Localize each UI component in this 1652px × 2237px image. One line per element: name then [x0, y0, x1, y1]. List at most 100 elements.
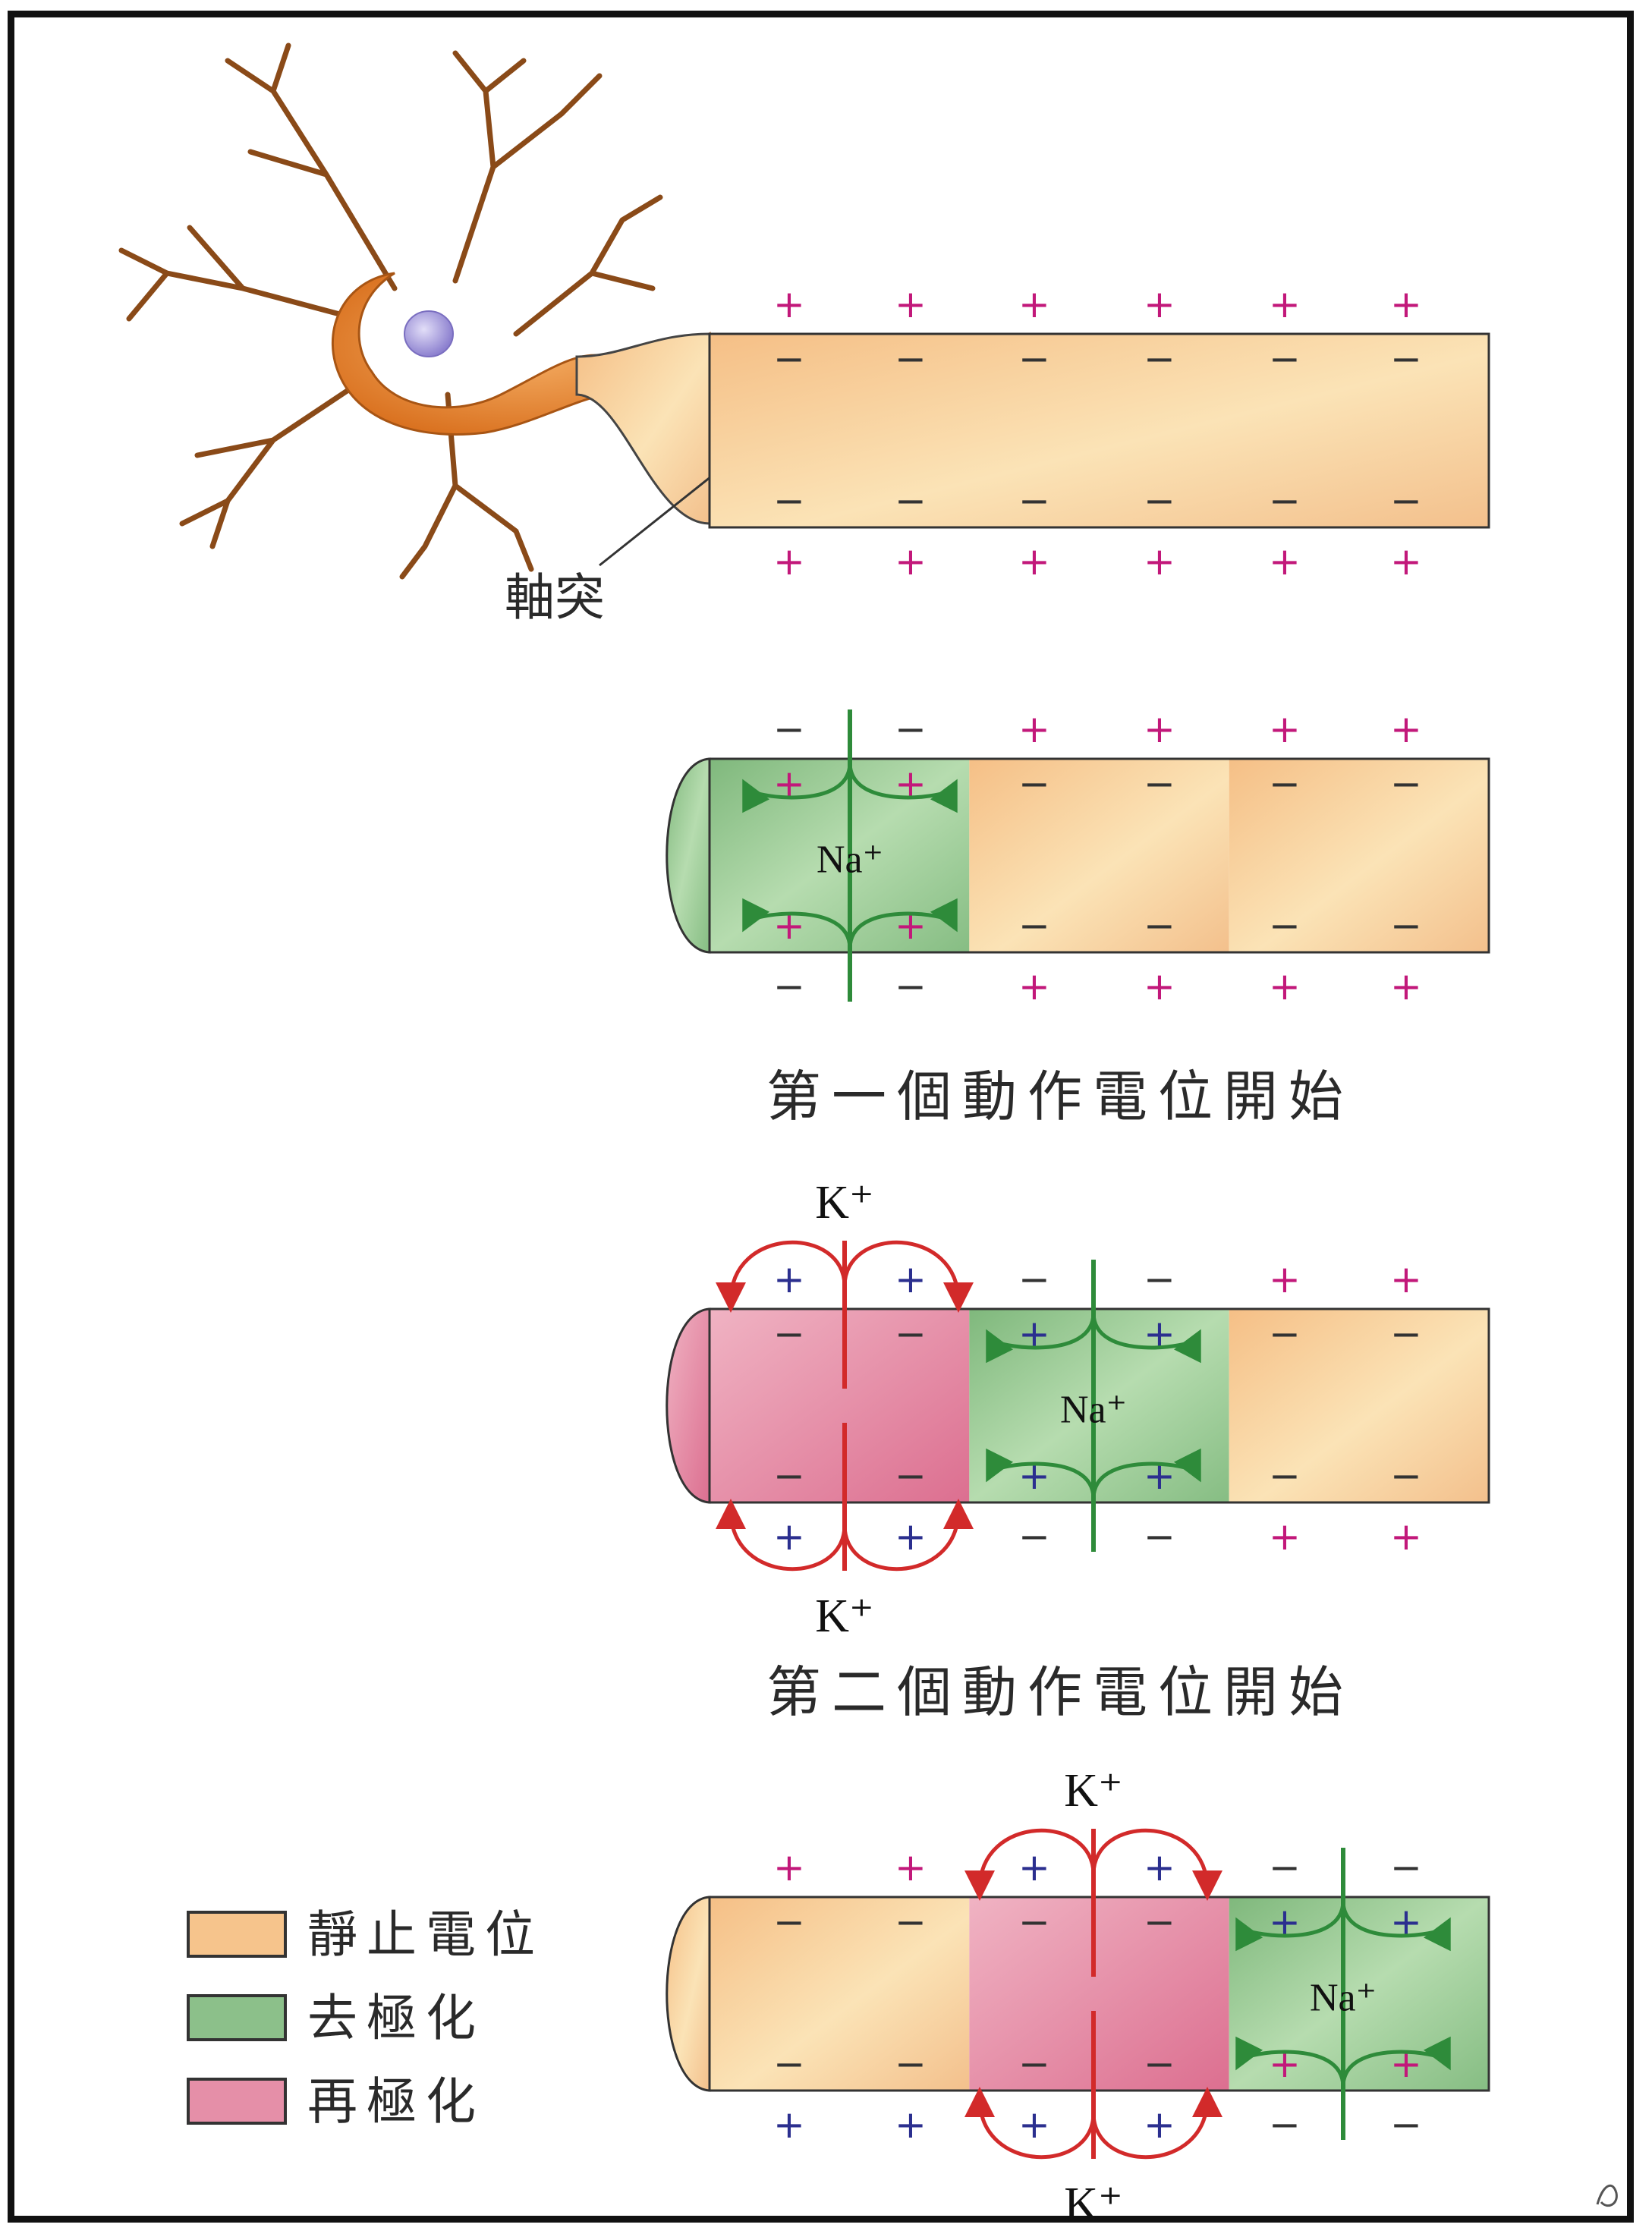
- legend-label: 去極化: [307, 1989, 485, 2047]
- axon-segment-repolarized: [969, 1897, 1229, 2091]
- inner-charge-sign: +: [1144, 1454, 1175, 1498]
- outer-charge-sign: +: [1269, 282, 1301, 326]
- outer-charge-sign: −: [773, 707, 805, 751]
- k-efflux-arrow: [842, 1240, 974, 1313]
- legend-swatch: [187, 1911, 287, 1958]
- inner-charge-sign: −: [1390, 1312, 1422, 1356]
- k-ion-label: K⁺: [815, 1590, 874, 1642]
- na-influx-arrow: [986, 1312, 1096, 1364]
- outer-charge-sign: −: [895, 707, 927, 751]
- na-influx-arrow: [742, 898, 852, 949]
- inner-charge-sign: −: [895, 1454, 927, 1498]
- outer-charge-sign: −: [1390, 2103, 1422, 2147]
- panel-first-action-potential: −++−−++−+−−++−−++−−++−−+Na⁺: [666, 707, 1490, 1008]
- outer-charge-sign: −: [895, 964, 927, 1008]
- na-influx-arrow: [848, 898, 958, 949]
- legend-swatch: [187, 2078, 287, 2125]
- na-influx-arrow: [1235, 1900, 1345, 1952]
- outer-charge-sign: +: [895, 1257, 927, 1301]
- inner-charge-sign: −: [773, 1900, 805, 1944]
- inner-charge-sign: +: [1269, 2042, 1301, 2086]
- outer-charge-sign: +: [895, 1515, 927, 1559]
- axon-panels: + − − + + − − + + − − + + − − + + − − + + − − + − + + − − + + − + − − + + − − +…: [666, 282, 1490, 2230]
- outer-charge-sign: +: [1144, 707, 1175, 751]
- outer-charge-sign: +: [773, 2103, 805, 2147]
- outer-charge-sign: +: [1269, 540, 1301, 584]
- na-influx-arrow: [1091, 1448, 1201, 1499]
- outer-charge-sign: +: [1018, 1845, 1050, 1889]
- k-ion-label: K⁺: [1064, 2179, 1123, 2230]
- na-ion-label: Na⁺: [1060, 1389, 1127, 1432]
- na-influx-arrow: [986, 1448, 1096, 1499]
- inner-charge-sign: −: [773, 479, 805, 523]
- outer-charge-sign: +: [773, 1845, 805, 1889]
- inner-charge-sign: −: [1390, 1454, 1422, 1498]
- inner-charge-sign: −: [895, 479, 927, 523]
- outer-charge-sign: −: [1018, 1515, 1050, 1559]
- outer-charge-sign: +: [773, 1257, 805, 1301]
- k-efflux-arrow: [1091, 2087, 1222, 2160]
- dendrites: [118, 42, 663, 580]
- inner-charge-sign: −: [895, 2042, 927, 2086]
- inner-charge-sign: +: [1390, 2042, 1422, 2086]
- inner-charge-sign: −: [1144, 479, 1175, 523]
- legend-label: 再極化: [307, 2072, 485, 2131]
- axon-segment-resting: [1229, 759, 1489, 952]
- inner-charge-sign: −: [1269, 1454, 1301, 1498]
- outer-charge-sign: +: [1269, 1515, 1301, 1559]
- inner-charge-sign: −: [895, 1312, 927, 1356]
- outer-charge-sign: +: [773, 282, 805, 326]
- axon-membrane-outline: [708, 1896, 1490, 2092]
- outer-charge-sign: +: [1018, 540, 1050, 584]
- panel-resting: +−−++−−++−−++−−++−−++−−+: [708, 282, 1490, 584]
- inner-charge-sign: −: [1018, 904, 1050, 948]
- na-ion-label: Na⁺: [1310, 1977, 1377, 2020]
- axon-segment-resting: [969, 759, 1229, 952]
- inner-charge-sign: −: [895, 337, 927, 381]
- axon-segment-repolarized: [710, 1309, 970, 1502]
- axon-end-cap: [666, 1896, 711, 2092]
- k-efflux-arrow: [1091, 1828, 1222, 1901]
- outer-charge-sign: +: [1269, 707, 1301, 751]
- outer-charge-sign: +: [1269, 1257, 1301, 1301]
- inner-charge-sign: −: [773, 337, 805, 381]
- inner-charge-sign: −: [773, 1454, 805, 1498]
- axon-end-cap: [666, 757, 711, 954]
- inner-charge-sign: −: [1018, 1900, 1050, 1944]
- nucleus: [404, 310, 454, 357]
- outer-charge-sign: −: [1390, 1845, 1422, 1889]
- panel-second-action-potential: +−−++−−+−++−−++−+−−++−−+K⁺K⁺Na⁺: [666, 1177, 1490, 1642]
- signature-mark: [1596, 2184, 1618, 2207]
- inner-charge-sign: −: [773, 1312, 805, 1356]
- outer-charge-sign: +: [1144, 282, 1175, 326]
- inner-charge-sign: −: [1018, 2042, 1050, 2086]
- outer-charge-sign: +: [1390, 1257, 1422, 1301]
- outer-charge-sign: +: [1018, 282, 1050, 326]
- outer-charge-sign: −: [1144, 1257, 1175, 1301]
- na-influx-arrow: [848, 762, 958, 813]
- outer-charge-sign: −: [1269, 1845, 1301, 1889]
- outer-charge-sign: +: [1390, 282, 1422, 326]
- inner-charge-sign: −: [1269, 762, 1301, 806]
- axon-membrane-outline: [708, 757, 1490, 954]
- inner-charge-sign: −: [1269, 337, 1301, 381]
- outer-charge-sign: −: [1144, 1515, 1175, 1559]
- inner-charge-sign: −: [1390, 904, 1422, 948]
- k-ion-label: K⁺: [1064, 1765, 1123, 1817]
- outer-charge-sign: +: [895, 540, 927, 584]
- outer-charge-sign: +: [895, 1845, 927, 1889]
- neuron-cell-body: [118, 42, 711, 580]
- k-efflux-arrow: [842, 1499, 974, 1572]
- outer-charge-sign: +: [895, 282, 927, 326]
- caption-second-action-potential: 第二個動作電位開始: [766, 1660, 1354, 1724]
- axon-membrane-outline: [708, 332, 1490, 529]
- legend-swatch: [187, 1994, 287, 2041]
- inner-charge-sign: −: [1390, 337, 1422, 381]
- outer-charge-sign: +: [1144, 964, 1175, 1008]
- inner-charge-sign: −: [773, 2042, 805, 2086]
- inner-charge-sign: −: [1144, 762, 1175, 806]
- inner-charge-sign: −: [1018, 762, 1050, 806]
- legend-label: 靜止電位: [307, 1905, 544, 1964]
- outer-charge-sign: +: [1390, 540, 1422, 584]
